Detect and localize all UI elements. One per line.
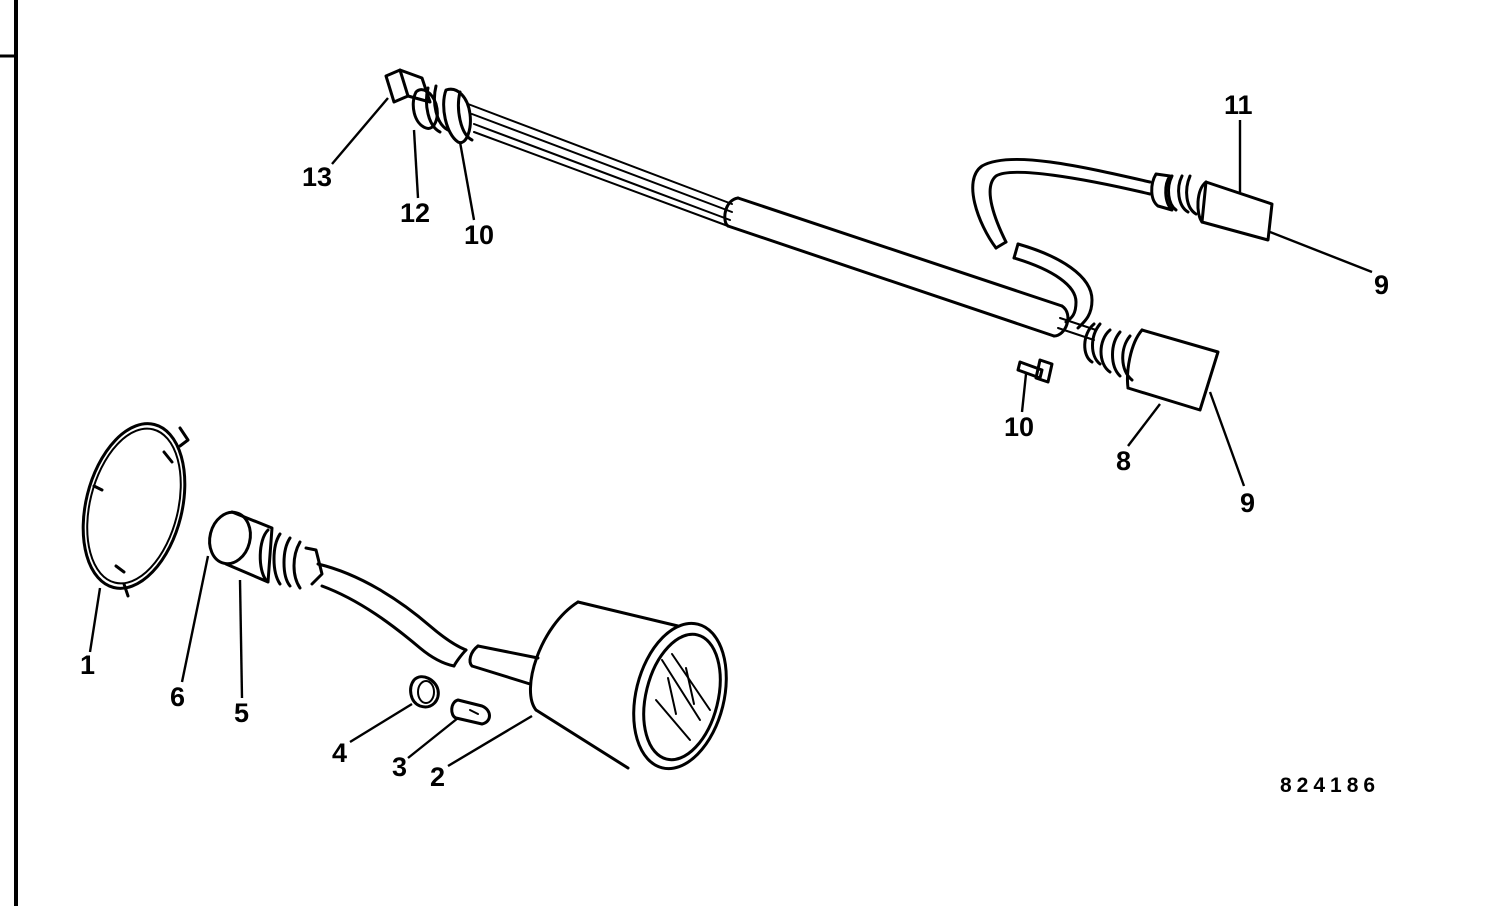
callout-2: 2 — [430, 762, 445, 792]
callout-1: 1 — [80, 650, 95, 680]
page-border — [0, 0, 18, 906]
callout-12: 12 — [400, 198, 430, 228]
lamp-socket — [208, 510, 324, 590]
speedometer-cable — [467, 103, 1097, 341]
retaining-ring — [81, 422, 190, 598]
callout-5: 5 — [234, 698, 249, 728]
pin — [1016, 358, 1054, 384]
callout-13: 13 — [302, 162, 332, 192]
callout-8: 8 — [1116, 446, 1131, 476]
lamp-lead — [316, 562, 540, 686]
callout-3: 3 — [392, 752, 407, 782]
drawing-number: 824186 — [1280, 774, 1380, 797]
gauge — [528, 600, 728, 771]
cable-end-fitting — [384, 68, 474, 145]
pickup-hose — [971, 157, 1152, 330]
callout-9-bottom: 9 — [1240, 488, 1255, 518]
leader-lines — [88, 97, 1373, 768]
callout-10-top: 10 — [464, 220, 494, 250]
callout-4: 4 — [332, 738, 347, 768]
bulb-socket — [409, 675, 440, 709]
lower-connector — [1083, 322, 1220, 412]
bulb — [450, 698, 491, 726]
callout-11: 11 — [1224, 90, 1253, 120]
callout-9-top: 9 — [1374, 270, 1389, 300]
callout-6: 6 — [170, 682, 185, 712]
callout-10-bottom: 10 — [1004, 412, 1034, 442]
upper-connector — [1150, 172, 1274, 242]
